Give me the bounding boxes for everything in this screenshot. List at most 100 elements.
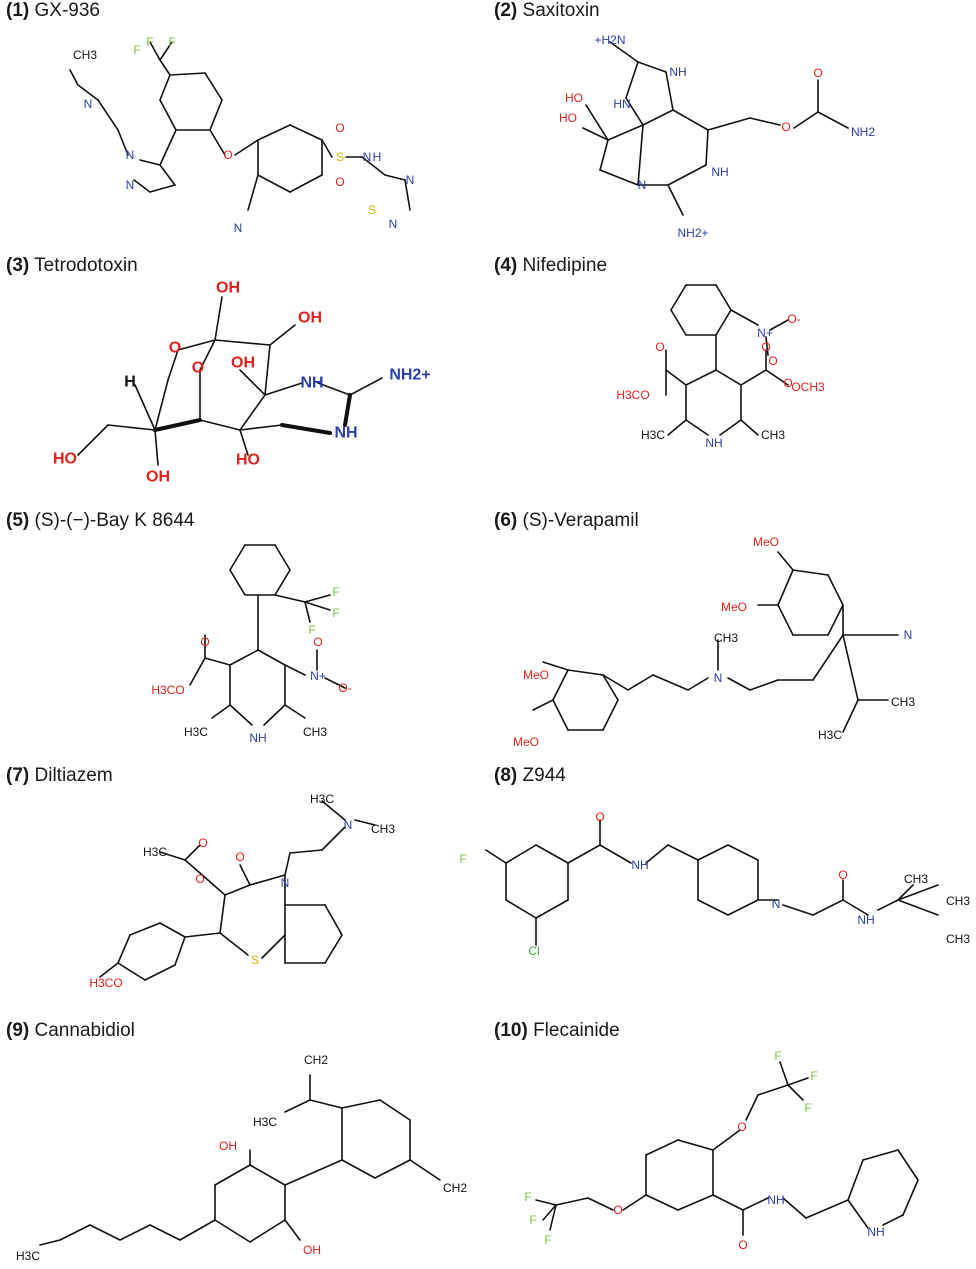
atom-label: CH3 xyxy=(371,822,395,836)
atom-label: NH xyxy=(300,375,323,392)
atom-label: N xyxy=(84,97,93,111)
atom-label: S xyxy=(368,203,376,217)
atom-label: MeO xyxy=(523,668,549,682)
atom-label: O xyxy=(737,1120,746,1134)
structure-verapamil: MeO MeO CH3 N N MeO MeO CH3 H3C xyxy=(513,535,915,749)
compound-name: Tetrodotoxin xyxy=(34,255,138,276)
panel-z944: (8) Z944 O F NH N O CH3 CH3 xyxy=(459,765,976,1020)
atom-label: H3CO xyxy=(89,976,122,990)
atom-label: F xyxy=(168,35,175,49)
atom-label: N xyxy=(126,148,135,162)
atom-label: NH xyxy=(631,858,648,872)
structure-diltiazem: H3C N CH3 H3C O O O N S H3CO xyxy=(89,792,395,990)
atom-label: +H2N xyxy=(594,33,625,47)
panel-bay-k-8644: (5) (S)-(−)-Bay K 8644 F F F O O N+ O xyxy=(0,510,488,765)
atom-label: OH xyxy=(146,469,170,486)
atom-label: F xyxy=(459,852,466,866)
panel-gx-936: (1) GX-936 F F F CH3 N N xyxy=(0,0,488,255)
panel-number: (10) xyxy=(494,1020,528,1041)
atom-label: F xyxy=(529,1213,536,1227)
structure-flecainide: F F F O F F F O NH O NH xyxy=(524,1049,919,1252)
atom-label: NH xyxy=(867,1225,884,1239)
panel-diltiazem: (7) Diltiazem H3C N CH3 H3C O O xyxy=(0,765,488,1020)
atom-label: NH xyxy=(767,1193,784,1207)
atom-label: OH xyxy=(231,355,255,372)
panel-cannabidiol: (9) Cannabidiol CH2 H3C OH CH2 H3C OH xyxy=(0,1020,488,1269)
structure-bay-k-8644: F F F O O N+ O- H3CO H3C CH3 NH xyxy=(151,544,352,745)
atom-label: HO xyxy=(236,452,260,469)
atom-label: S xyxy=(251,953,259,967)
atom-label: H3CO xyxy=(616,388,649,402)
atom-label: H3C xyxy=(143,845,167,859)
atom-label: F xyxy=(332,606,339,620)
atom-label: N xyxy=(363,150,372,164)
compound-name: Z944 xyxy=(522,765,566,786)
atom-label: O xyxy=(595,810,604,824)
panel-flecainide: (10) Flecainide F F F O F F xyxy=(488,1020,976,1269)
compound-name: Saxitoxin xyxy=(522,0,600,21)
atom-label: MeO xyxy=(721,600,747,614)
panel-title: (3) Tetrodotoxin xyxy=(6,255,138,277)
atom-label: OH xyxy=(303,1243,321,1257)
atom-label: HO xyxy=(559,111,577,125)
atom-label: N xyxy=(406,173,415,187)
atom-label: OH xyxy=(298,310,322,327)
atom-label: F xyxy=(544,1233,551,1247)
panel-verapamil: (6) (S)-Verapamil MeO MeO CH3 N N Me xyxy=(488,510,976,765)
atom-label: H xyxy=(124,374,136,391)
atom-label: NH xyxy=(857,913,874,927)
panel-number: (2) xyxy=(494,0,518,21)
atom-label: CH3 xyxy=(946,894,970,908)
atom-label: O xyxy=(613,1203,622,1217)
atom-label: CH3 xyxy=(303,725,327,739)
atom-label: H3C xyxy=(184,725,208,739)
atom-label: H3C xyxy=(16,1249,40,1263)
structure-gx-936: F F F CH3 N N N O S O O N H N S N N xyxy=(69,35,415,235)
atom-label: O xyxy=(223,148,232,162)
compound-name: GX-936 xyxy=(34,0,100,21)
panel-number: (8) xyxy=(494,765,518,786)
panel-title: (1) GX-936 xyxy=(6,0,100,22)
atom-label: F xyxy=(810,1069,817,1083)
atom-label: MeO xyxy=(513,735,539,749)
panel-title: (10) Flecainide xyxy=(494,1020,620,1042)
atom-label: F xyxy=(308,623,315,637)
atom-label: O xyxy=(783,376,792,390)
atom-label: O xyxy=(313,635,322,649)
panel-title: (9) Cannabidiol xyxy=(6,1020,135,1042)
atom-label: NH2 xyxy=(851,125,875,139)
atom-label: CH3 xyxy=(904,872,928,886)
atom-label: H3CO xyxy=(151,683,184,697)
structure-nifedipine: N+ O- O O O O H3CO OCH3 H3C CH3 NH xyxy=(616,284,825,450)
atom-label: N+ xyxy=(757,326,773,340)
atom-label: F xyxy=(146,35,153,49)
atom-label: CH2 xyxy=(443,1181,467,1195)
structure-cannabidiol: CH2 H3C OH CH2 H3C OH xyxy=(16,1053,467,1263)
atom-label: O xyxy=(838,868,847,882)
atom-label: NH xyxy=(669,65,686,79)
atom-label: NH2+ xyxy=(389,367,430,384)
atom-label: O xyxy=(738,1238,747,1252)
atom-label: N xyxy=(234,221,243,235)
atom-label: CH3 xyxy=(73,48,97,62)
atom-label: N xyxy=(389,217,398,231)
atom-label: F xyxy=(774,1049,781,1063)
atom-label: O xyxy=(335,175,344,189)
panel-number: (7) xyxy=(6,765,30,786)
panel-title: (5) (S)-(−)-Bay K 8644 xyxy=(6,510,195,532)
atom-label: O xyxy=(200,635,209,649)
atom-label: NH2+ xyxy=(677,226,708,240)
atom-label: H xyxy=(373,150,382,164)
atom-label: OCH3 xyxy=(791,380,825,394)
atom-label: N xyxy=(772,897,781,911)
atom-label: CH3 xyxy=(761,428,785,442)
atom-label: F xyxy=(804,1101,811,1115)
panel-number: (3) xyxy=(6,255,30,276)
atom-label: HO xyxy=(53,451,77,468)
atom-label: CH2 xyxy=(304,1053,328,1067)
structure-tetrodotoxin: OH OH O O H NH NH2+ NH OH HO OH HO xyxy=(53,280,431,486)
compound-name: (S)-Verapamil xyxy=(522,510,639,531)
compound-name: Flecainide xyxy=(533,1020,620,1041)
atom-label: F xyxy=(133,43,140,57)
